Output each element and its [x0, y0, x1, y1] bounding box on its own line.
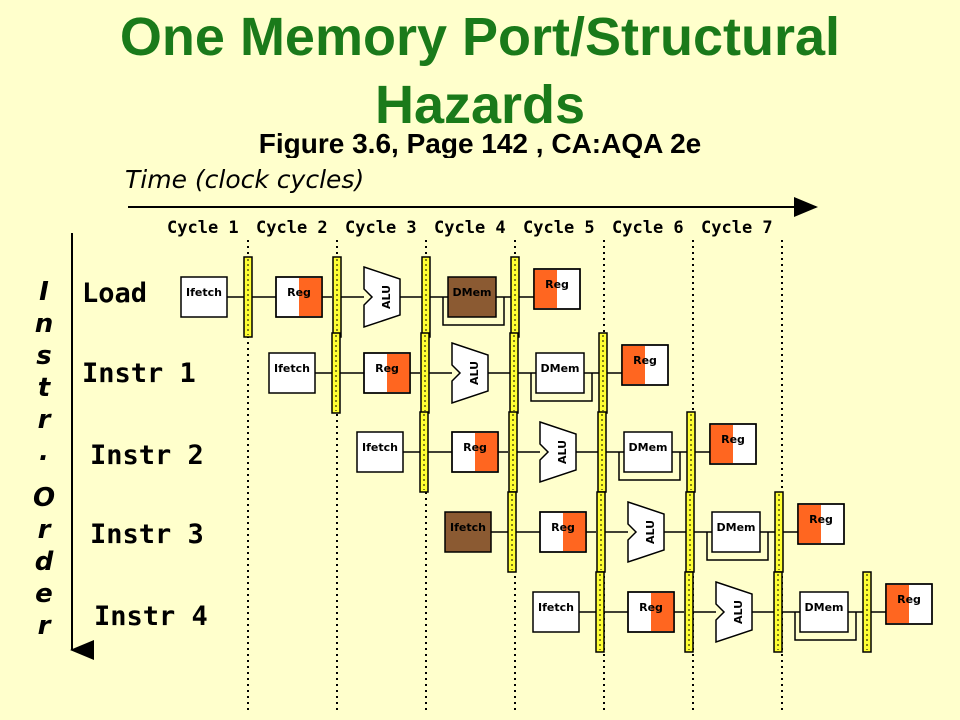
- alu-shape: [715, 580, 753, 644]
- reg-label: Reg: [287, 286, 311, 299]
- alu-label: ALU: [644, 520, 657, 544]
- reg-label: Reg: [545, 278, 569, 291]
- register-highlight: [798, 505, 821, 543]
- bypass-path: [794, 612, 857, 641]
- dmem-box: [799, 591, 849, 633]
- alu-label: ALU: [556, 440, 569, 464]
- bypass-path: [530, 373, 593, 402]
- register-highlight: [710, 425, 733, 463]
- reg-label: Reg: [633, 354, 657, 367]
- alu-label: ALU: [380, 285, 393, 309]
- instruction-label-4: Instr 3: [90, 519, 204, 550]
- cycle-label-4: Cycle 4: [434, 218, 506, 238]
- alu-shape: [451, 341, 489, 405]
- dmem-label: DMem: [805, 601, 844, 614]
- alu-shape: [363, 265, 401, 329]
- ifetch-label: Ifetch: [362, 441, 398, 454]
- instruction-label-2: Instr 1: [82, 358, 196, 389]
- ifetch-box: [444, 511, 492, 553]
- slide-title-line-1: One Memory Port/Structural: [119, 7, 841, 67]
- ifetch-label: Ifetch: [538, 601, 574, 614]
- dmem-label: DMem: [541, 362, 580, 375]
- dmem-label: DMem: [629, 441, 668, 454]
- register-outline: [797, 503, 845, 545]
- order-letter: s: [36, 341, 52, 371]
- reg-label: Reg: [639, 601, 663, 614]
- reg-label: Reg: [897, 593, 921, 606]
- reg-label: Reg: [551, 521, 575, 534]
- cycle-label-6: Cycle 6: [612, 218, 684, 238]
- order-letter: d: [34, 547, 54, 577]
- bypass-path: [618, 452, 681, 481]
- ifetch-box: [268, 352, 316, 394]
- slide-title-line-2: Hazards: [374, 75, 586, 135]
- ifetch-box: [180, 276, 228, 318]
- register-highlight: [475, 433, 498, 471]
- reg-label: Reg: [463, 441, 487, 454]
- reg-label: Reg: [375, 362, 399, 375]
- register-highlight: [651, 593, 674, 631]
- bypass-path: [706, 532, 769, 561]
- instruction-label-1: Load: [82, 278, 148, 309]
- alu-label: ALU: [468, 361, 481, 385]
- cycle-label-3: Cycle 3: [345, 218, 417, 238]
- cycle-label-1: Cycle 1: [167, 218, 239, 238]
- order-letter: .: [39, 437, 49, 467]
- cycle-label-2: Cycle 2: [256, 218, 328, 238]
- register-highlight: [299, 278, 322, 316]
- register-highlight: [622, 346, 645, 384]
- ifetch-label: Ifetch: [450, 521, 486, 534]
- register-outline: [885, 583, 933, 625]
- bypass-path: [442, 297, 505, 326]
- order-letter: r: [37, 515, 51, 545]
- cycle-label-7: Cycle 7: [701, 218, 773, 238]
- register-highlight: [387, 354, 410, 392]
- reg-label: Reg: [721, 433, 745, 446]
- order-letter: n: [34, 309, 54, 339]
- dmem-label: DMem: [453, 286, 492, 299]
- register-highlight: [534, 270, 557, 308]
- order-letter: r: [37, 405, 51, 435]
- register-outline: [709, 423, 757, 465]
- alu-shape: [627, 500, 665, 564]
- cycle-label-5: Cycle 5: [523, 218, 595, 238]
- ifetch-label: Ifetch: [186, 286, 222, 299]
- register-highlight: [563, 513, 586, 551]
- instruction-label-5: Instr 4: [94, 601, 208, 632]
- register-outline: [533, 268, 581, 310]
- dmem-label: DMem: [717, 521, 756, 534]
- order-letter: r: [37, 611, 51, 641]
- order-letter: t: [37, 373, 51, 403]
- instruction-label-3: Instr 2: [90, 440, 204, 471]
- order-letter: O: [32, 483, 56, 513]
- register-highlight: [886, 585, 909, 623]
- time-axis-label: Time (clock cycles): [125, 165, 365, 194]
- alu-shape: [539, 420, 577, 484]
- reg-label: Reg: [809, 513, 833, 526]
- order-letter: I: [39, 277, 49, 307]
- register-outline: [621, 344, 669, 386]
- slide-subtitle: Figure 3.6, Page 142 , CA:AQA 2e: [258, 128, 702, 158]
- ifetch-box: [532, 591, 580, 633]
- alu-label: ALU: [732, 600, 745, 624]
- ifetch-label: Ifetch: [274, 362, 310, 375]
- order-letter: e: [35, 579, 53, 609]
